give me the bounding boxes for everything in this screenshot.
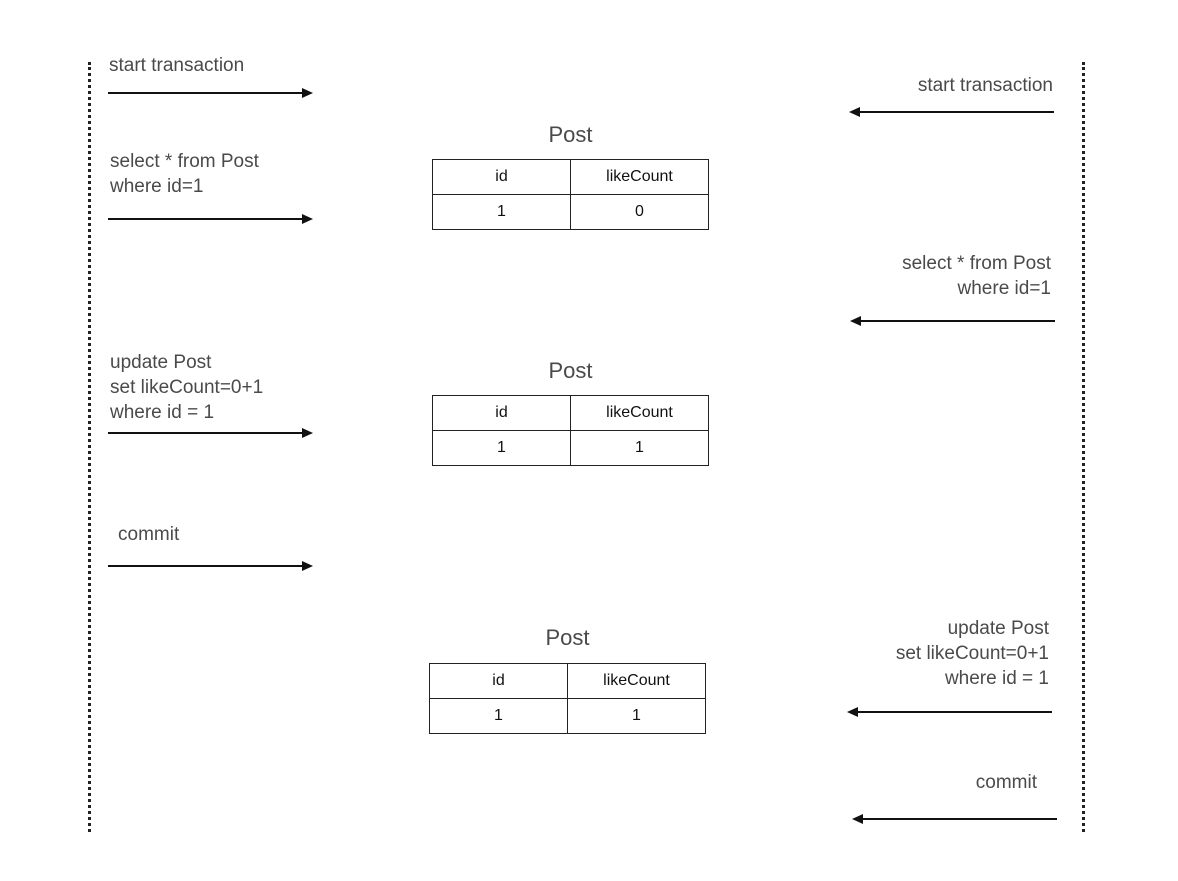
right-arrow-commit [852, 814, 1057, 824]
left-arrow-select [108, 214, 313, 224]
table-header-cell-id: id [432, 395, 571, 431]
table-row: 1 0 [432, 194, 709, 230]
right-step-update-label: update Post set likeCount=0+1 where id =… [895, 618, 1049, 689]
right-step-start-transaction-label: start transaction [917, 75, 1053, 96]
post-table-1: id likeCount 1 0 [432, 159, 709, 230]
table-header-cell-likecount: likeCount [567, 663, 706, 699]
post-table-2: id likeCount 1 1 [432, 395, 709, 466]
right-arrow-select [850, 316, 1055, 326]
left-arrow-commit [108, 561, 313, 571]
table-header-cell-likecount: likeCount [570, 395, 709, 431]
right-step-commit-label: commit [975, 772, 1037, 793]
table-header-row: id likeCount [429, 663, 706, 699]
table-cell-id: 1 [432, 430, 571, 466]
table-cell-likecount: 1 [570, 430, 709, 466]
left-step-select-label: select * from Post where id=1 [110, 151, 259, 197]
left-lifeline [88, 62, 91, 832]
table-row: 1 1 [432, 430, 709, 466]
post-table-2-title: Post [548, 358, 593, 383]
post-table-3: id likeCount 1 1 [429, 663, 706, 734]
post-table-1-title: Post [548, 122, 593, 147]
right-step-select-label: select * from Post where id=1 [902, 253, 1051, 299]
right-arrow-start-transaction [849, 107, 1054, 117]
table-row: 1 1 [429, 698, 706, 734]
table-cell-id: 1 [429, 698, 568, 734]
table-cell-id: 1 [432, 194, 571, 230]
table-cell-likecount: 1 [567, 698, 706, 734]
left-step-update-label: update Post set likeCount=0+1 where id =… [110, 352, 264, 423]
left-step-commit-label: commit [118, 524, 180, 545]
post-table-3-title: Post [545, 625, 590, 650]
left-step-start-transaction-label: start transaction [109, 55, 245, 76]
table-header-row: id likeCount [432, 395, 709, 431]
table-header-cell-id: id [429, 663, 568, 699]
right-lifeline [1082, 62, 1085, 832]
right-arrow-update [847, 707, 1052, 717]
left-arrow-start-transaction [108, 88, 313, 98]
table-header-cell-likecount: likeCount [570, 159, 709, 195]
table-header-row: id likeCount [432, 159, 709, 195]
table-cell-likecount: 0 [570, 194, 709, 230]
left-arrow-update [108, 428, 313, 438]
table-header-cell-id: id [432, 159, 571, 195]
